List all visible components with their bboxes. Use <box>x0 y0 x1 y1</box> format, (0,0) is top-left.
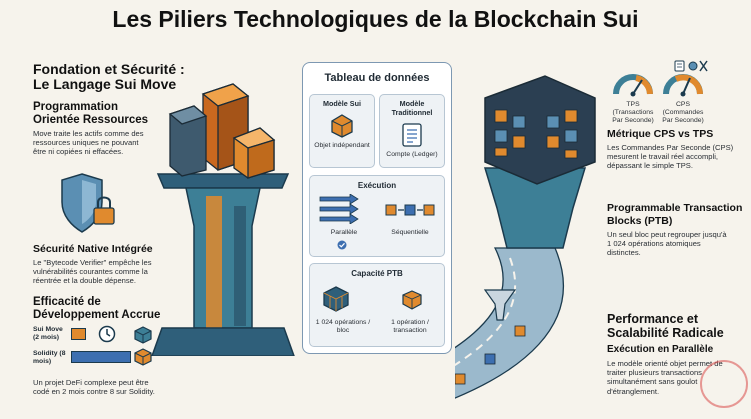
clock-icon <box>98 325 116 343</box>
cube-icon <box>134 326 152 344</box>
cube-road-illustration <box>455 75 596 399</box>
ledger-icon <box>402 123 422 147</box>
execution-left: Parallèle <box>330 229 358 236</box>
seal-stamp <box>700 360 748 408</box>
bar-label-sui: Sui Move (2 mois) <box>33 326 63 341</box>
ptb-header: Capacité PTB <box>351 269 403 278</box>
cell-execution: Exécution <box>309 175 445 257</box>
tools-icon <box>674 60 708 72</box>
efficiency-text: Un projet DeFi complexe peut être codé e… <box>33 378 155 397</box>
left-heading: Fondation et Sécurité : Le Langage Sui M… <box>33 61 185 92</box>
cell-traditional-caption: Compte (Ledger) <box>386 151 438 158</box>
tps-label: TPS (Transactions Par Seconde) <box>612 101 654 124</box>
bar-sui-move <box>71 328 86 340</box>
page-title: Les Piliers Technologiques de la Blockch… <box>112 6 639 32</box>
resource-title: Programmation Orientée Ressources <box>33 101 149 126</box>
cell-traditional-header: Modèle Traditionnel <box>391 99 433 117</box>
ptb-title: Programmable Transaction Blocks (PTB) <box>607 202 743 227</box>
shield-icon <box>61 173 115 233</box>
execution-right: Séquentielle <box>391 229 429 236</box>
performance-title: Performance et Scalabilité Radicale <box>607 312 724 340</box>
ptb-left: 1 024 opérations / bloc <box>315 319 371 334</box>
check-icon <box>337 240 347 250</box>
sequential-blocks-icon <box>385 204 435 216</box>
resource-text: Move traite les actifs comme des ressour… <box>33 129 144 157</box>
cps-gauge-icon <box>663 74 703 97</box>
tps-gauge-icon <box>613 74 653 97</box>
table-title: Tableau de données <box>324 72 430 84</box>
bar-label-solidity: Solidity (8 mois) <box>33 350 66 365</box>
cell-sui-header: Modèle Sui <box>323 99 361 108</box>
efficiency-title: Efficacité de Développement Accrue <box>33 296 161 321</box>
bar-solidity <box>71 351 131 363</box>
pillar-illustration <box>151 83 295 356</box>
cube-grid-icon <box>134 348 152 366</box>
metric-text: Les Commandes Par Seconde (CPS) mesurent… <box>607 143 734 171</box>
ptb-text: Un seul bloc peut regrouper jusqu'à 1 02… <box>607 230 727 258</box>
cell-traditional-model: Modèle Traditionnel Compte (Ledger) <box>379 94 445 168</box>
cell-sui-model: Modèle Sui Objet indépendant <box>309 94 375 168</box>
execution-header: Exécution <box>357 181 397 190</box>
ptb-right: 1 opération / transaction <box>391 319 429 334</box>
security-text: Le "Bytecode Verifier" empêche les vulné… <box>33 258 152 286</box>
cps-label: CPS (Commandes Par Seconde) <box>662 101 704 124</box>
single-cube-icon <box>402 290 422 310</box>
cube-grid-icon-large <box>323 286 349 312</box>
cell-sui-caption: Objet indépendant <box>314 142 370 149</box>
metric-title: Métrique CPS vs TPS <box>607 128 714 140</box>
performance-text: Le modèle orienté objet permet de traite… <box>607 359 723 396</box>
object-icon <box>331 114 353 138</box>
performance-subtitle: Exécution en Parallèle <box>607 344 714 355</box>
parallel-arrows-icon <box>319 194 359 224</box>
security-title: Sécurité Native Intégrée <box>33 243 153 255</box>
